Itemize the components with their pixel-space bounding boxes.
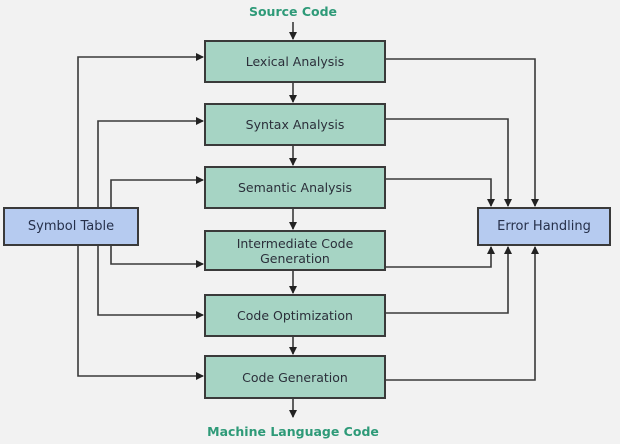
arrow-codegen-to-error (386, 246, 539, 381)
phase-label: Intermediate Code Generation (236, 235, 354, 266)
error-handling-label: Error Handling (497, 219, 591, 234)
arrow-symtab-to-lexical (77, 53, 204, 207)
arrow-symtab-to-codegen (77, 246, 204, 380)
arrow-symtab-to-optimization (97, 246, 204, 319)
output-label: Machine Language Code (207, 424, 379, 439)
arrow-syntax-to-error (386, 118, 512, 207)
phase-intermediate-code-generation: Intermediate Code Generation (204, 230, 386, 271)
phase-label: Code Optimization (237, 308, 353, 323)
arrow-symtab-to-semantic (110, 176, 204, 207)
phase-syntax-analysis: Syntax Analysis (204, 103, 386, 146)
arrow-lexical-to-error (386, 58, 539, 207)
arrow-semantic-to-error (386, 178, 495, 207)
arrow-icg-to-error (386, 246, 495, 268)
arrow-optimization-to-error (386, 246, 512, 314)
symbol-table-label: Symbol Table (27, 219, 115, 234)
phase-label: Code Generation (242, 369, 348, 385)
arrow-symtab-to-syntax (97, 117, 204, 207)
phase-label: Syntax Analysis (245, 117, 345, 132)
phase-label: Semantic Analysis (237, 180, 353, 195)
arrow-symtab-to-icg (110, 246, 204, 268)
error-handling-box: Error Handling (477, 207, 611, 246)
phase-code-generation: Code Generation (204, 355, 386, 399)
phase-code-optimization: Code Optimization (204, 294, 386, 337)
phase-label: Lexical Analysis (245, 54, 345, 69)
phase-lexical-analysis: Lexical Analysis (204, 40, 386, 83)
phase-semantic-analysis: Semantic Analysis (204, 166, 386, 209)
input-label: Source Code (248, 4, 338, 19)
symbol-table-box: Symbol Table (3, 207, 139, 246)
